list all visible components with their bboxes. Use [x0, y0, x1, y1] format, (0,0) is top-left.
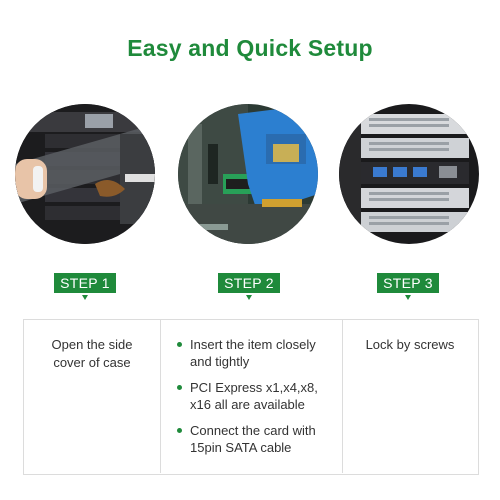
bullet-icon [177, 428, 182, 433]
case-side-cover-photo [15, 104, 155, 244]
list-item: Insert the item closely and tightly [175, 336, 335, 370]
instructions-panel [23, 319, 479, 475]
column-divider [160, 319, 161, 473]
step-2-arrow-icon [246, 295, 252, 300]
list-item-text: PCI Express x1,x4,x8, x16 all are availa… [190, 380, 318, 412]
page-title: Easy and Quick Setup [127, 35, 373, 61]
step-3-badge: STEP 3 [377, 273, 439, 293]
list-item: PCI Express x1,x4,x8, x16 all are availa… [175, 379, 335, 413]
list-item: Connect the card with 15pin SATA cable [175, 422, 335, 456]
bracket-screws-photo [339, 104, 479, 244]
step-2-badge: STEP 2 [218, 273, 280, 293]
step-3-text: Lock by screws [365, 337, 455, 352]
column-divider [342, 319, 343, 473]
step-2-list: Insert the item closely and tightly PCI … [175, 336, 335, 465]
bullet-icon [177, 342, 182, 347]
step-1-arrow-icon [82, 295, 88, 300]
pcie-card-insert-photo [178, 104, 318, 244]
list-item-text: Connect the card with 15pin SATA cable [190, 423, 316, 455]
step-1-badge: STEP 1 [54, 273, 116, 293]
step-3-arrow-icon [405, 295, 411, 300]
bullet-icon [177, 385, 182, 390]
list-item-text: Insert the item closely and tightly [190, 337, 316, 369]
step-1-text: Open the side cover of case [51, 337, 133, 370]
